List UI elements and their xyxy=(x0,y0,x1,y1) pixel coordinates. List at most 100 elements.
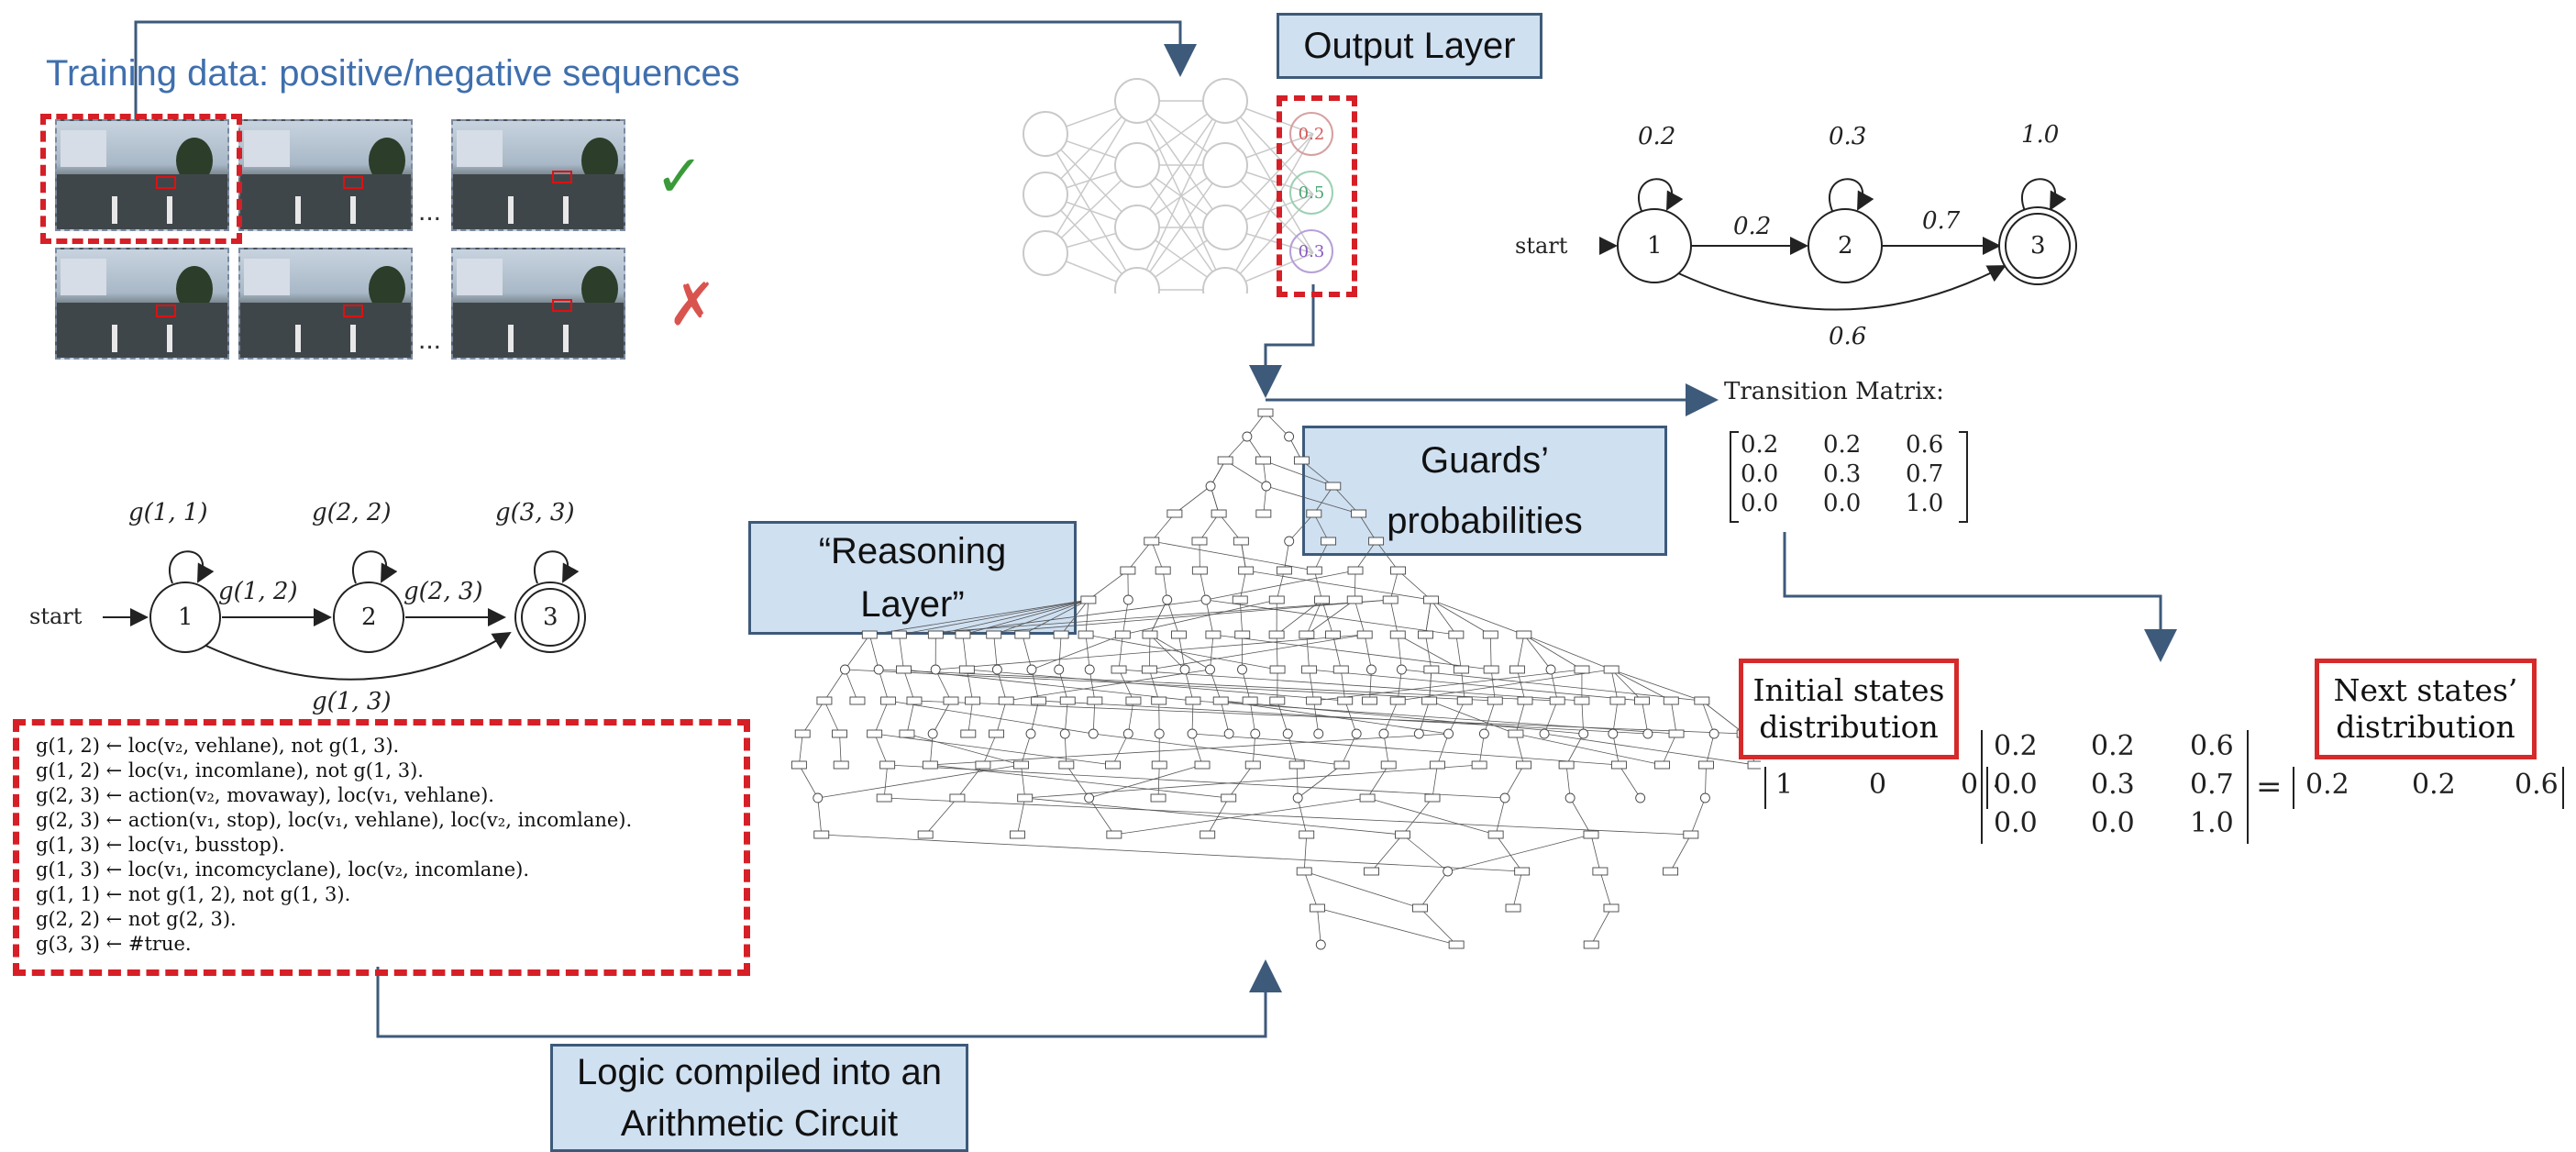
logic-compiled-box: Logic compiled into an Arithmetic Circui… xyxy=(550,1044,968,1152)
transition-matrix-title: Transition Matrix: xyxy=(1724,378,1944,405)
circuit-leaf-node xyxy=(1013,761,1028,769)
circuit-leaf-node xyxy=(1509,730,1523,737)
matrix-cell: 0.7 xyxy=(1906,460,1943,488)
initial-states-box: Initial states distribution xyxy=(1739,659,1959,759)
circuit-leaf-node xyxy=(896,666,911,673)
circuit-leaf-node xyxy=(1360,794,1375,802)
circuit-leaf-node xyxy=(1167,510,1182,517)
circuit-leaf-node xyxy=(1550,697,1564,704)
arrow-output-to-circuit xyxy=(1266,284,1313,393)
logic-label-line2: Arithmetic Circuit xyxy=(621,1098,898,1149)
circuit-op-node xyxy=(1314,729,1323,738)
equals-sign: = xyxy=(2256,769,2283,805)
circuit-leaf-node xyxy=(1425,794,1440,802)
circuit-leaf-node xyxy=(1321,537,1336,545)
loop-label-1: 0.2 xyxy=(1638,123,1675,150)
circuit-op-node xyxy=(1479,729,1488,738)
rule-line: g(2, 3) ← action(v₁, stop), loc(v₁, vehl… xyxy=(36,809,632,831)
matrix-cell: 0.7 xyxy=(2190,769,2234,801)
state-1: 1 xyxy=(1647,232,1663,260)
circuit-op-node xyxy=(1238,665,1247,674)
logic-label-line1: Logic compiled into an xyxy=(577,1047,942,1098)
circuit-leaf-node xyxy=(795,730,810,737)
circuit-leaf-node xyxy=(1575,666,1589,673)
logic-rules-box: g(1, 2) ← loc(v₂, vehlane), not g(1, 3).… xyxy=(13,719,750,976)
rule-line: g(1, 2) ← loc(v₂, vehlane), not g(1, 3). xyxy=(36,735,399,757)
circuit-leaf-node xyxy=(1412,904,1427,912)
matrix-cell: 0.6 xyxy=(2190,730,2234,762)
circuit-leaf-node xyxy=(961,730,976,737)
circuit-leaf-node xyxy=(1192,537,1207,545)
output-node-1: 0.2 xyxy=(1289,112,1333,156)
circuit-leaf-node xyxy=(1326,482,1341,490)
check-icon: ✓ xyxy=(655,143,704,211)
circuit-leaf-node xyxy=(1233,537,1248,545)
start-label: start xyxy=(29,604,82,629)
numeric-automaton: start 1 2 3 0.2 0.3 1.0 0.2 0.7 0.6 xyxy=(1513,110,2100,358)
circuit-leaf-node xyxy=(1315,596,1330,604)
circuit-leaf-node xyxy=(1233,596,1247,604)
state-2: 2 xyxy=(1838,232,1853,260)
vector-cell: 1 xyxy=(1775,769,1793,801)
circuit-leaf-node xyxy=(1695,697,1709,704)
initial-label-line2: distribution xyxy=(1759,709,1939,746)
circuit-leaf-node xyxy=(1243,697,1257,704)
circuit-leaf-node xyxy=(1269,596,1284,604)
circuit-op-node xyxy=(1262,482,1271,491)
circuit-op-node xyxy=(928,729,937,738)
circuit-leaf-node xyxy=(1684,831,1698,838)
circuit-leaf-node xyxy=(1018,794,1033,802)
circuit-leaf-node xyxy=(891,631,906,638)
circuit-leaf-node xyxy=(1575,697,1589,704)
circuit-leaf-node xyxy=(1151,794,1166,802)
circuit-leaf-node xyxy=(1111,666,1126,673)
circuit-op-node xyxy=(1285,537,1294,546)
circuit-leaf-node xyxy=(1200,831,1215,838)
circuit-leaf-node xyxy=(987,631,1001,638)
circuit-op-node xyxy=(1700,793,1709,803)
circuit-leaf-node xyxy=(833,730,847,737)
circuit-leaf-node xyxy=(1155,567,1170,574)
edge-label-13: g(1, 3) xyxy=(312,688,392,715)
circuit-leaf-node xyxy=(1517,761,1531,769)
circuit-leaf-node xyxy=(1081,596,1096,604)
circuit-op-node xyxy=(931,665,940,674)
circuit-leaf-node xyxy=(1218,457,1233,464)
circuit-leaf-node xyxy=(1270,697,1285,704)
first-frame-highlight xyxy=(40,114,242,244)
matrix-cell: 1.0 xyxy=(1906,490,1943,517)
circuit-leaf-node xyxy=(850,697,865,704)
circuit-leaf-node xyxy=(1611,761,1626,769)
circuit-leaf-node xyxy=(868,730,882,737)
edge-label-23: 0.7 xyxy=(1922,207,1960,235)
circuit-op-node xyxy=(1444,729,1454,738)
circuit-op-node xyxy=(1316,940,1325,949)
circuit-leaf-node xyxy=(834,761,848,769)
training-data-title: Training data: positive/negative sequenc… xyxy=(46,53,740,94)
circuit-leaf-node xyxy=(1363,697,1377,704)
circuit-leaf-node xyxy=(1142,666,1156,673)
rule-line: g(3, 3) ← #true. xyxy=(36,933,192,955)
circuit-op-node xyxy=(1609,729,1618,738)
circuit-op-node xyxy=(813,793,823,803)
result-vector: 0.2 0.2 0.6 xyxy=(2293,767,2564,809)
circuit-leaf-node xyxy=(944,697,958,704)
start-label: start xyxy=(1515,233,1567,259)
circuit-op-node xyxy=(1201,595,1211,604)
circuit-leaf-node xyxy=(1270,666,1285,673)
frame-image xyxy=(238,248,413,360)
circuit-leaf-node xyxy=(1078,631,1093,638)
loop-label-2: g(2, 2) xyxy=(312,499,392,526)
circuit-leaf-node xyxy=(1333,666,1348,673)
vector-cell: 0.6 xyxy=(2515,769,2559,801)
circuit-leaf-node xyxy=(976,761,990,769)
circuit-leaf-node xyxy=(1255,457,1270,464)
circuit-leaf-node xyxy=(989,730,1004,737)
circuit-op-node xyxy=(1089,729,1098,738)
circuit-leaf-node xyxy=(1423,596,1438,604)
circuit-op-node xyxy=(1060,729,1069,738)
circuit-op-node xyxy=(1206,482,1215,491)
circuit-leaf-node xyxy=(1010,831,1024,838)
circuit-leaf-node xyxy=(1245,761,1260,769)
circuit-op-node xyxy=(1085,793,1094,803)
